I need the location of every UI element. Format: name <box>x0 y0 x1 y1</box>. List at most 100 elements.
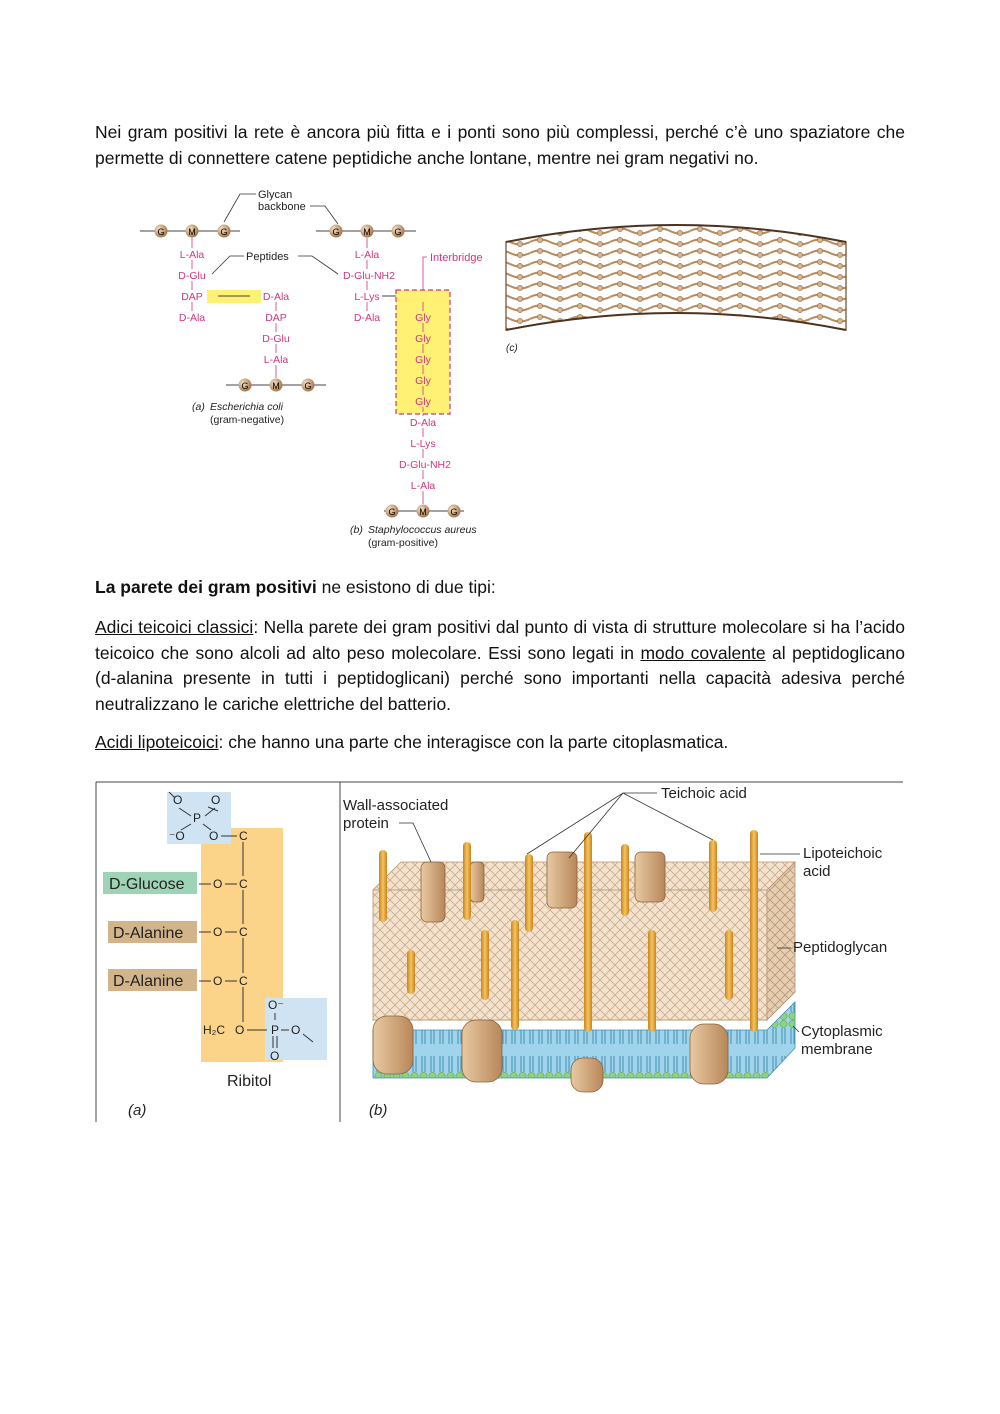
svg-text:O: O <box>270 1049 279 1063</box>
caption-a: (a) Escherichia coli (gram-negative) <box>192 401 284 426</box>
svg-text:(c): (c) <box>506 343 518 354</box>
svg-text:Glycan: Glycan <box>258 189 292 201</box>
svg-text:D-Glu: D-Glu <box>262 333 290 345</box>
svg-text:D-Ala: D-Ala <box>179 312 205 324</box>
svg-text:Gly: Gly <box>415 312 432 324</box>
svg-text:Staphylococcus aureus: Staphylococcus aureus <box>368 524 477 536</box>
peptide-stem-b: L-Ala D-Glu-NH2 L-Lys D-Ala <box>341 238 397 324</box>
svg-text:H₂C: H₂C <box>203 1023 225 1037</box>
svg-text:L-Ala: L-Ala <box>411 480 436 492</box>
svg-text:Ribitol: Ribitol <box>227 1073 271 1090</box>
svg-text:O: O <box>291 1023 300 1037</box>
svg-text:O: O <box>213 877 222 891</box>
svg-text:O: O <box>173 793 182 807</box>
peptidoglycan-figure: Glycan backbone G M G L-Ala D-Glu DAP D-… <box>140 189 847 549</box>
svg-text:C: C <box>239 974 248 988</box>
svg-text:DAP: DAP <box>265 312 287 324</box>
svg-text:DAP: DAP <box>181 291 203 303</box>
svg-text:(a): (a) <box>192 401 205 413</box>
svg-text:G: G <box>332 227 339 237</box>
svg-text:(gram-positive): (gram-positive) <box>368 537 438 549</box>
svg-text:O: O <box>213 974 222 988</box>
glycan-strand-a-bottom: G M G <box>226 378 326 392</box>
glycine-chain: Gly Gly Gly Gly Gly <box>409 302 437 412</box>
svg-text:backbone: backbone <box>258 201 306 213</box>
svg-text:Gly: Gly <box>415 375 432 387</box>
svg-text:L-Lys: L-Lys <box>354 291 379 303</box>
svg-text:(gram-negative): (gram-negative) <box>210 414 284 426</box>
peptide-stem-a: L-Ala D-Glu DAP D-Ala <box>176 238 208 324</box>
svg-text:G: G <box>157 227 164 237</box>
svg-text:C: C <box>239 877 248 891</box>
svg-text:O: O <box>235 1023 244 1037</box>
svg-text:Gly: Gly <box>415 333 432 345</box>
alanine-box-1 <box>108 921 197 943</box>
svg-text:O: O <box>213 925 222 939</box>
peptide-cross-a: D-Ala DAP D-Glu L-Ala <box>260 290 292 378</box>
svg-text:D-Glucose: D-Glucose <box>109 876 185 893</box>
svg-text:C: C <box>239 829 248 843</box>
glycan-backbone-label: Glycan backbone <box>223 189 339 225</box>
svg-text:C: C <box>239 925 248 939</box>
svg-text:G: G <box>450 507 457 517</box>
peptide-cross-b: D-Ala L-Lys D-Glu-NH2 L-Ala <box>396 414 452 504</box>
svg-text:D-Glu-NH2: D-Glu-NH2 <box>399 459 451 471</box>
cell-wall-labels: Wall-associated protein Teichoic acid Li… <box>343 785 887 1119</box>
svg-text:Wall-associated: Wall-associated <box>343 797 448 814</box>
peptidoglycan-sheet-c: (c) <box>505 224 847 354</box>
glycan-strand-b-bottom: G M G <box>384 504 464 518</box>
svg-text:M: M <box>188 227 196 237</box>
svg-text:⁻O: ⁻O <box>169 829 185 843</box>
svg-text:Teichoic acid: Teichoic acid <box>661 785 747 802</box>
svg-text:membrane: membrane <box>801 1041 873 1058</box>
svg-text:D-Alanine: D-Alanine <box>113 925 183 942</box>
svg-text:L-Ala: L-Ala <box>180 249 205 261</box>
svg-text:D-Glu-NH2: D-Glu-NH2 <box>343 270 395 282</box>
svg-text:Gly: Gly <box>415 396 432 408</box>
svg-text:D-Alanine: D-Alanine <box>113 973 183 990</box>
svg-text:Escherichia coli: Escherichia coli <box>210 401 284 413</box>
glucose-box <box>103 872 197 894</box>
caption-b: (b) Staphylococcus aureus (gram-positive… <box>350 524 477 549</box>
svg-text:M: M <box>363 227 371 237</box>
svg-text:(a): (a) <box>128 1102 146 1119</box>
svg-text:L-Ala: L-Ala <box>264 354 289 366</box>
svg-text:D-Glu: D-Glu <box>178 270 206 282</box>
glycan-strand-b-top: G M G <box>316 224 416 238</box>
svg-text:Gly: Gly <box>415 354 432 366</box>
svg-text:Cytoplasmic: Cytoplasmic <box>801 1023 883 1040</box>
membrane-proteins <box>372 1015 729 1093</box>
svg-text:O: O <box>211 793 220 807</box>
svg-text:G: G <box>304 381 311 391</box>
wall-associated-proteins <box>420 851 666 923</box>
phosphate-box-bottom <box>265 998 327 1060</box>
svg-text:P: P <box>271 1023 279 1037</box>
svg-text:G: G <box>388 507 395 517</box>
teichoic-acid-rods <box>379 830 758 1032</box>
svg-text:O⁻: O⁻ <box>268 998 284 1012</box>
phosphate-box-top <box>167 792 231 844</box>
svg-text:(b): (b) <box>350 524 363 536</box>
svg-text:D-Ala: D-Ala <box>263 291 289 303</box>
svg-text:Peptides: Peptides <box>246 251 289 263</box>
svg-text:L-Lys: L-Lys <box>410 438 435 450</box>
teichoic-paragraph: Adici teicoici classici: Nella parete de… <box>95 617 906 714</box>
svg-text:protein: protein <box>343 815 389 832</box>
svg-text:Peptidoglycan: Peptidoglycan <box>793 939 887 956</box>
svg-text:G: G <box>241 381 248 391</box>
svg-text:P: P <box>193 811 201 825</box>
svg-text:(b): (b) <box>369 1102 387 1119</box>
svg-text:G: G <box>220 227 227 237</box>
svg-text:O: O <box>209 829 218 843</box>
svg-text:acid: acid <box>803 863 831 880</box>
svg-text:L-Ala: L-Ala <box>355 249 380 261</box>
svg-text:M: M <box>272 381 280 391</box>
glycan-strand-a-top: G M G <box>140 224 240 238</box>
intro-paragraph: Nei gram positivi la rete è ancora più f… <box>95 122 905 168</box>
interbridge-label: Interbridge <box>422 252 483 290</box>
peptidoglycan-side <box>766 861 796 1021</box>
alanine-box-2 <box>108 969 197 991</box>
svg-text:Lipoteichoic: Lipoteichoic <box>803 845 883 862</box>
